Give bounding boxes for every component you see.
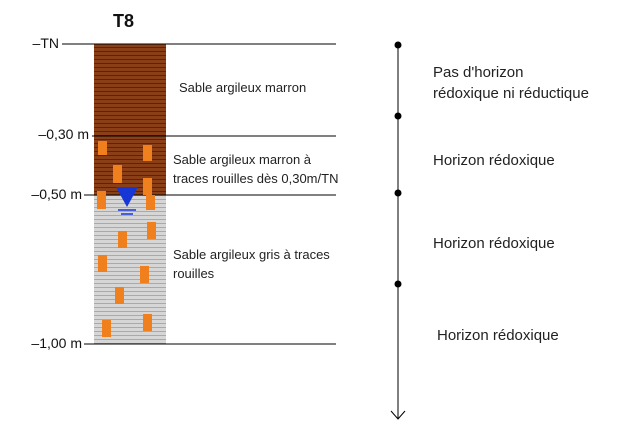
- rust-spot: [146, 195, 155, 210]
- depth-label-100: –1,00 m: [31, 335, 82, 351]
- layer-2-description: Sable argileux marron à traces rouilles …: [173, 150, 338, 188]
- depth-label-tn: –TN: [32, 35, 59, 51]
- rust-spot: [98, 255, 107, 272]
- depth-label-050: –0,50 m: [31, 186, 82, 202]
- rust-spot: [97, 191, 106, 209]
- layer-2-description-line: Sable argileux marron à: [173, 152, 312, 167]
- horizon-label-2: Horizon rédoxique: [433, 150, 555, 171]
- horizon-label-line: Horizon rédoxique: [433, 152, 555, 169]
- layer-2-description-line: traces rouilles dès 0,30m/TN: [173, 171, 339, 186]
- layer-1-description-line: Sable argileux marron: [179, 80, 307, 95]
- axis-node: [394, 280, 402, 288]
- rust-spot: [143, 178, 152, 195]
- rust-spot: [115, 287, 124, 304]
- horizon-label-1: Pas d'horizon rédoxique ni réductique: [433, 62, 589, 104]
- horizon-label-line: Horizon rédoxique: [437, 327, 559, 344]
- horizon-label-line: Pas d'horizon: [433, 64, 524, 81]
- axis-node: [394, 41, 402, 49]
- horizon-label-3: Horizon rédoxique: [433, 233, 555, 254]
- layer-1-fill: [94, 44, 166, 136]
- rust-spot: [143, 145, 152, 161]
- rust-spot: [140, 266, 149, 283]
- rust-spot: [113, 165, 122, 183]
- layer-3-description: Sable argileux gris à traces rouilles: [173, 245, 330, 283]
- profile-title: T8: [113, 11, 135, 31]
- rust-spot: [118, 231, 127, 248]
- axis-node: [394, 112, 402, 120]
- axis-node: [394, 189, 402, 197]
- layer-3-description-line: rouilles: [173, 266, 215, 281]
- depth-label-030: –0,30 m: [38, 126, 89, 142]
- rust-spot: [147, 222, 156, 239]
- layer-1-description: Sable argileux marron: [179, 78, 306, 97]
- water-table-icon: [116, 187, 138, 215]
- horizon-label-line: Horizon rédoxique: [433, 235, 555, 252]
- horizon-label-4: Horizon rédoxique: [437, 325, 559, 346]
- rust-spot: [102, 320, 111, 337]
- rust-spots: [97, 141, 156, 337]
- horizon-label-line: rédoxique ni réductique: [433, 85, 589, 102]
- rust-spot: [143, 314, 152, 331]
- rust-spot: [98, 141, 107, 155]
- layer-3-description-line: Sable argileux gris à traces: [173, 247, 330, 262]
- axis-arrow-icon: [390, 410, 406, 420]
